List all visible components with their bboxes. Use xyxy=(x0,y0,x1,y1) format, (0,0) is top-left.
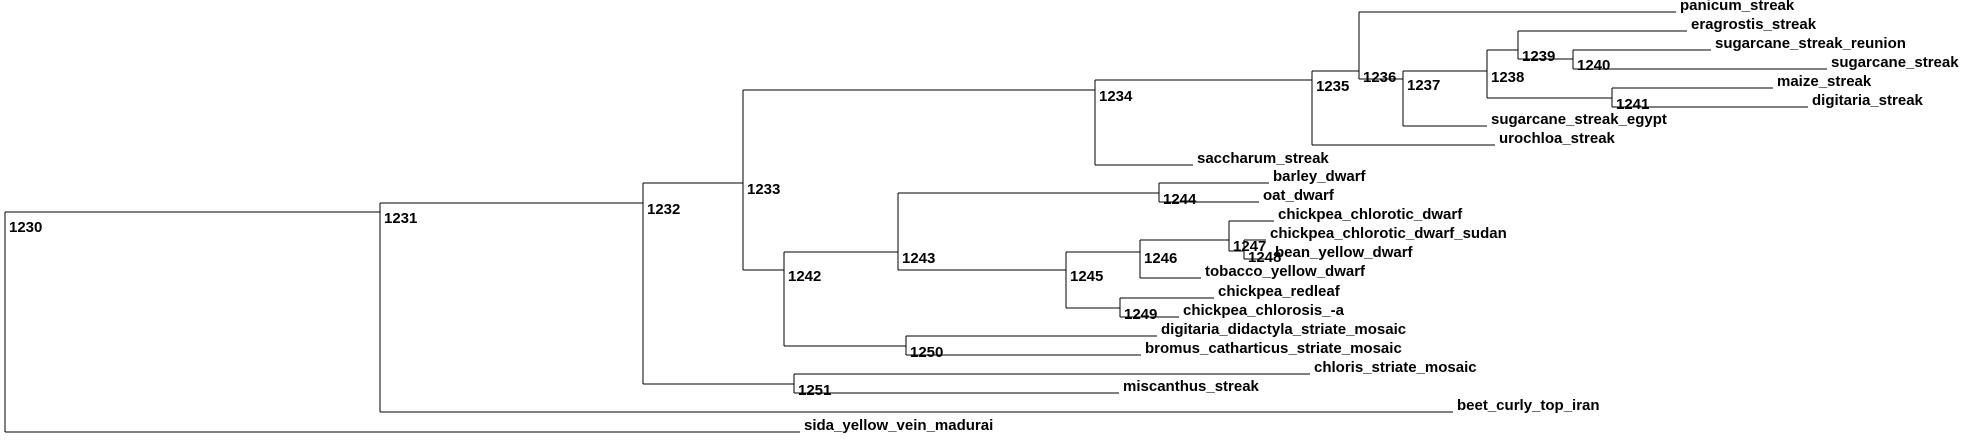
node-label: 1247 xyxy=(1233,238,1266,255)
leaf-label: saccharum_streak xyxy=(1197,150,1329,167)
node-label: 1234 xyxy=(1099,88,1133,105)
node-label: 1249 xyxy=(1124,306,1157,323)
leaf-label: sugarcane_streak xyxy=(1831,54,1959,71)
node-label: 1237 xyxy=(1407,77,1440,94)
leaf-label: barley_dwarf xyxy=(1273,168,1367,185)
node-label: 1231 xyxy=(384,210,417,227)
node-label: 1242 xyxy=(788,268,821,285)
node-label: 1238 xyxy=(1491,69,1524,86)
leaf-label: sugarcane_streak_egypt xyxy=(1491,111,1667,128)
leaf-label: chickpea_chlorosis_-a xyxy=(1183,302,1345,319)
leaf-label: bean_yellow_dwarf xyxy=(1275,244,1414,261)
node-label: 1239 xyxy=(1522,48,1555,65)
leaf-label: miscanthus_streak xyxy=(1123,378,1260,395)
leaf-label: sida_yellow_vein_madurai xyxy=(804,417,993,434)
leaf-label: chickpea_redleaf xyxy=(1218,283,1341,300)
node-label: 1241 xyxy=(1616,96,1649,113)
node-label: 1246 xyxy=(1144,250,1177,267)
leaf-label: bromus_catharticus_striate_mosaic xyxy=(1145,340,1402,357)
node-label: 1232 xyxy=(647,201,680,218)
leaf-label: maize_streak xyxy=(1777,73,1872,90)
leaf-label: urochloa_streak xyxy=(1499,130,1616,147)
node-label: 1235 xyxy=(1316,78,1349,95)
node-label: 1244 xyxy=(1163,191,1197,208)
leaf-label: chickpea_chlorotic_dwarf_sudan xyxy=(1270,225,1507,242)
leaf-label: beet_curly_top_iran xyxy=(1457,397,1600,414)
node-label: 1230 xyxy=(9,219,42,236)
node-label: 1243 xyxy=(902,250,935,267)
node-label: 1233 xyxy=(747,181,780,198)
leaf-label: digitaria_didactyla_striate_mosaic xyxy=(1161,321,1406,338)
node-label: 1245 xyxy=(1070,268,1103,285)
node-label: 1236 xyxy=(1363,69,1396,86)
node-label: 1248 xyxy=(1248,249,1281,266)
leaf-label: panicum_streak xyxy=(1680,0,1795,14)
leaf-label: chloris_striate_mosaic xyxy=(1314,359,1477,376)
leaf-label: tobacco_yellow_dwarf xyxy=(1205,263,1366,280)
leaf-label: chickpea_chlorotic_dwarf xyxy=(1278,206,1463,223)
node-label: 1251 xyxy=(798,382,831,399)
node-label: 1250 xyxy=(910,344,943,361)
node-label: 1240 xyxy=(1577,57,1610,74)
leaf-label: eragrostis_streak xyxy=(1691,16,1817,33)
leaf-label: sugarcane_streak_reunion xyxy=(1715,35,1906,52)
leaf-label: digitaria_streak xyxy=(1812,92,1924,109)
leaf-label: oat_dwarf xyxy=(1263,187,1335,204)
